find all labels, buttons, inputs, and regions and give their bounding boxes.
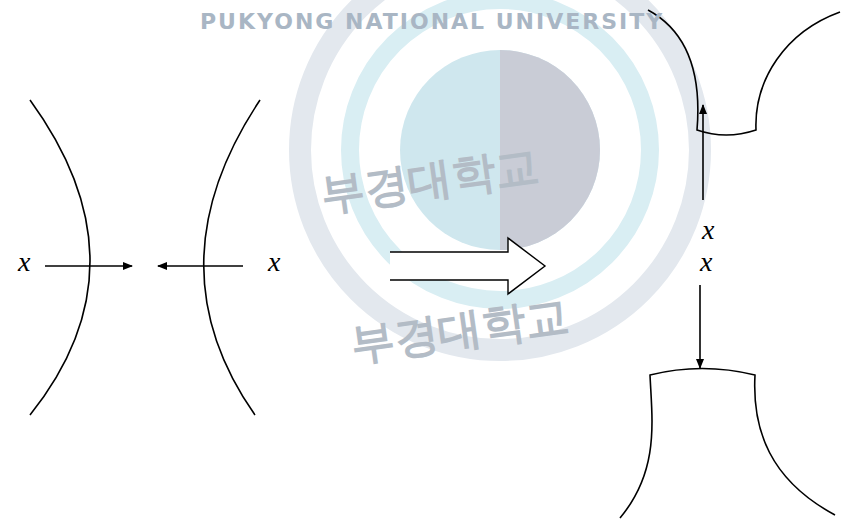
normal-arrow (45, 265, 132, 267)
surface-curve (30, 100, 90, 415)
neck-shape (648, 10, 840, 135)
surface-curve (204, 100, 260, 415)
variable-label: x (700, 248, 712, 276)
transition-arrow (390, 238, 545, 294)
normal-arrow (158, 265, 243, 267)
normal-arrow (702, 105, 704, 200)
watermark-emblem (300, 0, 700, 350)
variable-label: x (702, 216, 714, 244)
neck-shape (620, 369, 835, 519)
watermark-text: PUKYONG NATIONAL UNIVERSITY (200, 11, 664, 33)
variable-label: x (268, 248, 280, 276)
normal-arrow (699, 285, 701, 368)
variable-label: x (18, 248, 30, 276)
